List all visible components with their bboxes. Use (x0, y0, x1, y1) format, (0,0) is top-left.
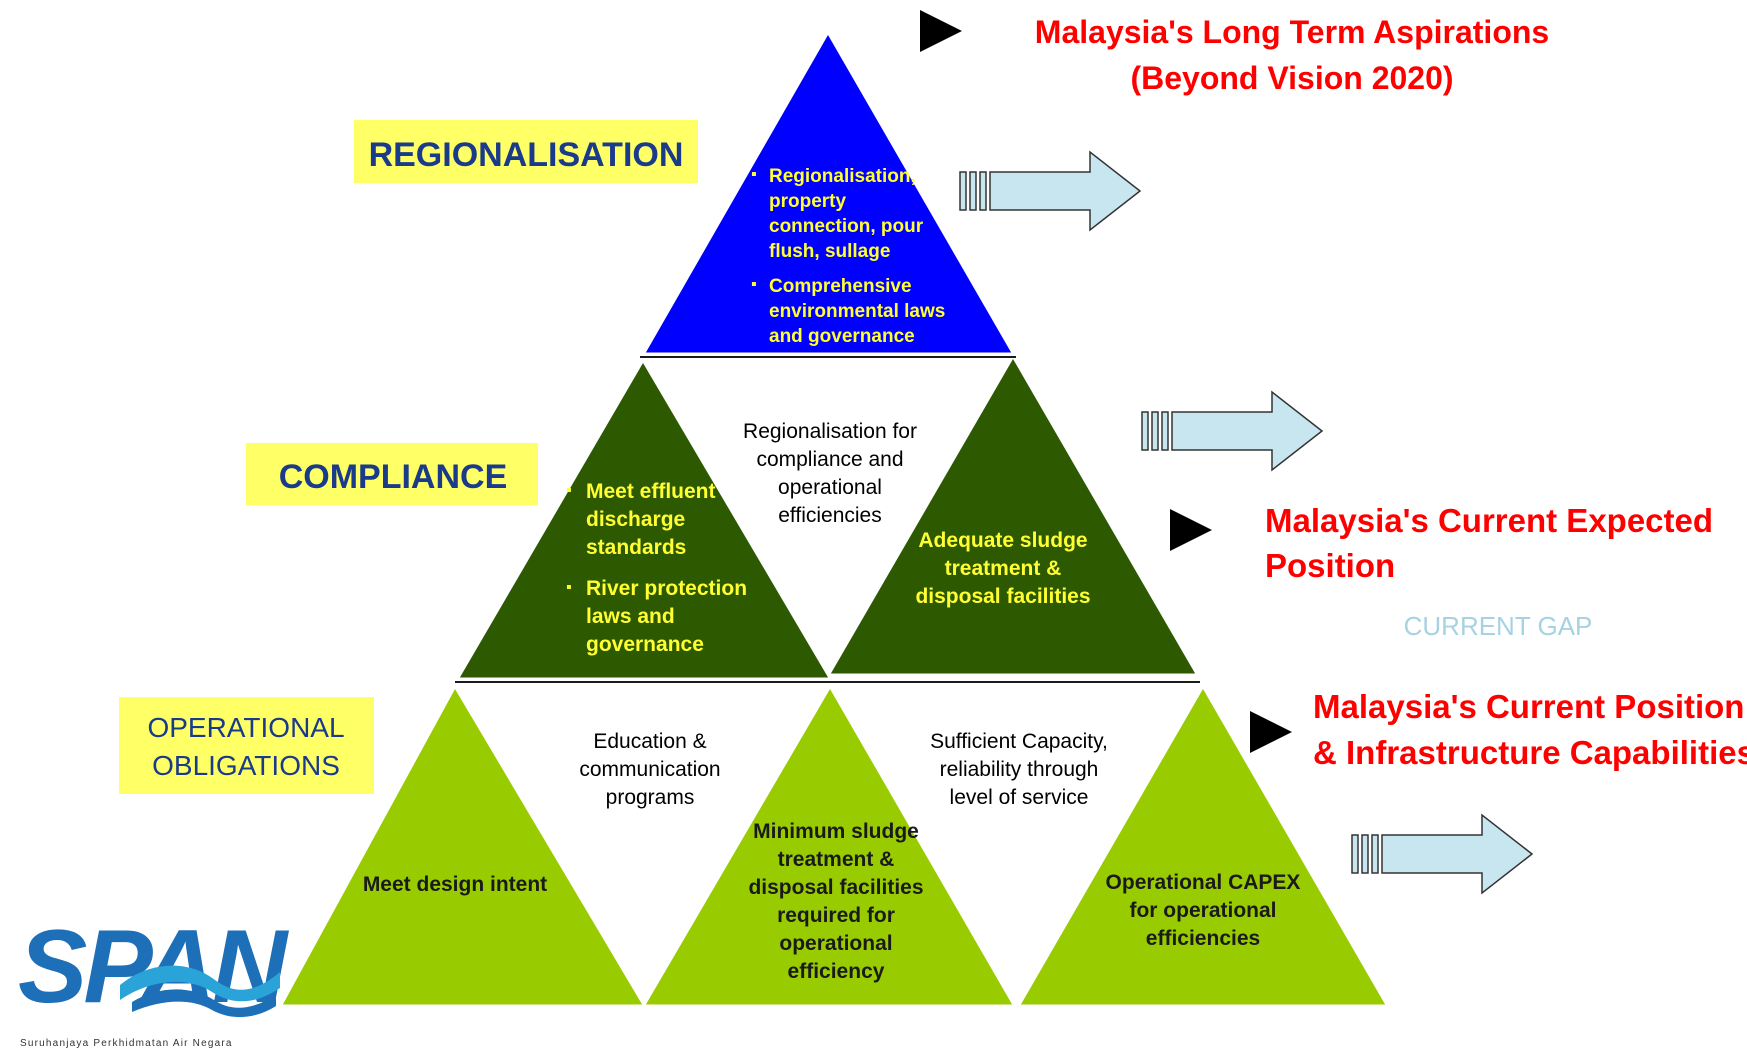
compliance-left-bullet1-line1: Meet effluent (586, 480, 716, 503)
position-current-expected: Malaysia's Current Expected Position (1265, 502, 1713, 584)
top-bullet1-line4: flush, sullage (769, 241, 890, 262)
operational-left-line1: Meet design intent (363, 873, 547, 896)
operational-gap1-line1: Education & (593, 730, 706, 753)
compliance-center-line4: efficiencies (778, 504, 882, 527)
position-current-expected-line2: Position (1265, 547, 1395, 584)
span-logo-wave2-icon (132, 989, 276, 1018)
compliance-right-text: Adequate sludge treatment & disposal fac… (915, 529, 1090, 608)
operational-middle-line6: efficiency (788, 960, 885, 983)
label-operational-obligations: OPERATIONAL OBLIGATIONS (119, 697, 374, 794)
top-bullet2-line1: Comprehensive (769, 276, 912, 297)
triangle-operational-mid (644, 687, 1014, 1006)
operational-gap2-text: Sufficient Capacity, reliability through… (930, 730, 1108, 809)
arrow-stripe (969, 171, 977, 211)
position-current-line1: Malaysia's Current Position (1313, 688, 1744, 725)
top-bullet1-line3: connection, pour (769, 216, 924, 237)
top-bullet1-line2: property (769, 191, 847, 212)
current-gap-label: CURRENT GAP (1404, 611, 1593, 641)
label-compliance-text: COMPLIANCE (279, 458, 508, 496)
label-operational-box (119, 697, 374, 794)
operational-middle-line4: required for (777, 904, 895, 927)
operational-gap1-line3: programs (606, 786, 695, 809)
arrow-body (989, 150, 1142, 232)
compliance-left-text: ▪ Meet effluent discharge standards ▪ Ri… (566, 480, 747, 656)
compliance-right-line1: Adequate sludge (918, 529, 1087, 552)
operational-right-line1: Operational CAPEX (1106, 871, 1301, 894)
position-long-term-line1: Malaysia's Long Term Aspirations (1035, 14, 1549, 50)
compliance-center-line2: compliance and (756, 448, 903, 471)
position-current-line2: & Infrastructure Capabilities (1313, 734, 1747, 771)
compliance-center-line1: Regionalisation for (743, 420, 917, 443)
span-logo-wave-icon (120, 965, 280, 1002)
arrow-stripe (1141, 411, 1149, 451)
arrow-stripe (1361, 834, 1369, 874)
operational-right-text: Operational CAPEX for operational effici… (1106, 871, 1301, 950)
operational-middle-text: Minimum sludge treatment & disposal faci… (748, 820, 923, 983)
arrow-stripe (1371, 834, 1379, 874)
compliance-left-bullet1-line2: discharge (586, 508, 685, 531)
bullet-marker: ▪ (566, 579, 572, 596)
bullet-marker: ▪ (751, 276, 757, 293)
label-compliance-box (246, 443, 538, 505)
top-triangle-text: ▪ Regionalisation, property connection, … (751, 166, 945, 347)
arrow-operational-icon (1351, 813, 1534, 895)
compliance-left-bullet1-line3: standards (586, 536, 686, 559)
position-current-expected-line1: Malaysia's Current Expected (1265, 502, 1713, 539)
triangle-operational-right (1019, 686, 1387, 1006)
compliance-center-text: Regionalisation for compliance and opera… (743, 420, 917, 527)
operational-left-text: Meet design intent (363, 873, 547, 896)
span-logo-text: SPAN (18, 909, 289, 1025)
arrow-stripe (1351, 834, 1359, 874)
triangle-operational-left (281, 686, 644, 1006)
arrow-body (1171, 390, 1324, 472)
arrow-stripe (959, 171, 967, 211)
label-operational-line2: OBLIGATIONS (152, 750, 340, 781)
operational-right-line2: for operational (1129, 899, 1276, 922)
span-logo-tagline: Suruhanjaya Perkhidmatan Air Negara (20, 1038, 233, 1049)
compliance-left-bullet2-line1: River protection (586, 577, 747, 600)
position-current: Malaysia's Current Position & Infrastruc… (1313, 688, 1747, 771)
top-bullet2-line2: environmental laws (769, 301, 945, 322)
triangle-compliance-right (829, 357, 1197, 675)
arrow-compliance-icon (1141, 390, 1324, 472)
operational-middle-line1: Minimum sludge (753, 820, 919, 843)
compliance-right-line3: disposal facilities (915, 585, 1090, 608)
arrow-regionalisation-icon (959, 150, 1142, 232)
operational-gap1-text: Education & communication programs (579, 730, 720, 809)
pointer-current-expected-icon (1170, 509, 1212, 551)
label-operational-line1: OPERATIONAL (147, 712, 344, 743)
pointer-current-icon (1250, 711, 1292, 753)
arrow-stripe (979, 171, 987, 211)
top-bullet2-line3: and governance (769, 326, 915, 347)
operational-right-line3: efficiencies (1146, 927, 1260, 950)
triangle-compliance-left (458, 361, 830, 679)
bullet-marker: ▪ (566, 482, 572, 499)
arrow-body (1381, 813, 1534, 895)
arrow-stripe (1151, 411, 1159, 451)
compliance-left-bullet2-line2: laws and (586, 605, 675, 628)
label-compliance: COMPLIANCE (246, 443, 538, 505)
triangle-regionalisation (644, 32, 1013, 354)
label-regionalisation-text: REGIONALISATION (369, 136, 684, 174)
label-regionalisation: REGIONALISATION (354, 120, 698, 183)
operational-middle-line2: treatment & (778, 848, 895, 871)
label-regionalisation-box (354, 120, 698, 183)
span-logo: SPAN Suruhanjaya Perkhidmatan Air Negara (18, 909, 293, 1049)
compliance-left-bullet2-line3: governance (586, 633, 704, 656)
top-bullet1-line1: Regionalisation, (769, 166, 916, 187)
operational-gap2-line3: level of service (950, 786, 1089, 809)
pointer-long-term-icon (920, 10, 962, 52)
position-long-term: Malaysia's Long Term Aspirations (Beyond… (1035, 14, 1549, 96)
operational-gap2-line1: Sufficient Capacity, (930, 730, 1108, 753)
compliance-right-line2: treatment & (945, 557, 1062, 580)
operational-middle-line3: disposal facilities (748, 876, 923, 899)
position-long-term-line2: (Beyond Vision 2020) (1130, 60, 1453, 96)
operational-gap1-line2: communication (579, 758, 720, 781)
bullet-marker: ▪ (751, 166, 757, 183)
operational-middle-line5: operational (779, 932, 892, 955)
compliance-center-line3: operational (778, 476, 882, 499)
operational-gap2-line2: reliability through (940, 758, 1099, 781)
arrow-stripe (1161, 411, 1169, 451)
